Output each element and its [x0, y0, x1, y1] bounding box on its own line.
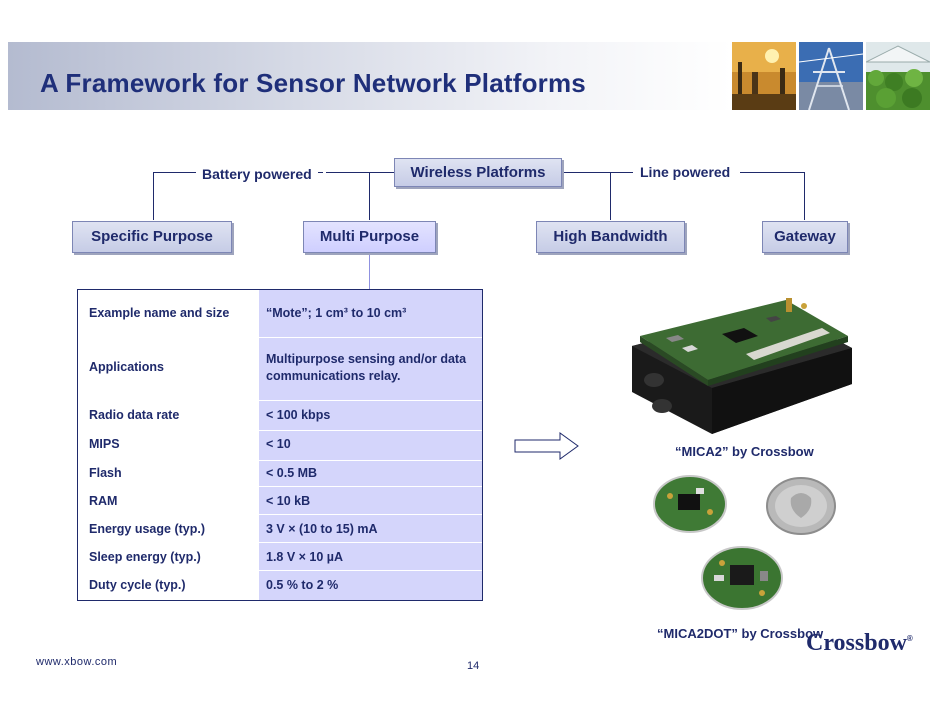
slide-title: A Framework for Sensor Network Platforms: [40, 68, 586, 98]
greenhouse-photo: [866, 42, 930, 110]
mica2-caption: “MICA2” by Crossbow: [675, 444, 814, 459]
line-powered-label: Line powered: [634, 164, 737, 180]
connector-line: [369, 172, 370, 220]
row-value: < 0.5 MB: [266, 466, 318, 480]
right-arrow-icon: [514, 432, 579, 460]
row-value: < 100 kbps: [266, 408, 331, 422]
connector-line: [562, 172, 633, 173]
row-value: “Mote”; 1 cm³ to 10 cm³: [266, 306, 407, 320]
connector-line: [804, 172, 805, 220]
row-value: < 10: [266, 437, 291, 451]
connector-line: [610, 172, 611, 220]
row-label: MIPS: [89, 437, 120, 451]
row-value: 3 V × (10 to 15) mA: [266, 522, 378, 536]
row-label: Sleep energy (typ.): [89, 550, 201, 564]
page-number: 14: [467, 660, 480, 672]
connector-line: [153, 172, 154, 220]
row-label: Flash: [89, 466, 122, 480]
coin-photo: [766, 477, 836, 535]
row-label: Radio data rate: [89, 408, 180, 422]
refinery-photo: [732, 42, 796, 110]
row-label: Applications: [89, 360, 165, 374]
multi-purpose-box: Multi Purpose: [303, 221, 436, 253]
row-label: Duty cycle (typ.): [89, 578, 186, 592]
highlight-connector: [369, 252, 370, 289]
specific-purpose-box: Specific Purpose: [72, 221, 232, 253]
gateway-box: Gateway: [762, 221, 848, 253]
mica2dot-caption: “MICA2DOT” by Crossbow: [657, 626, 824, 641]
mica2dot-board-photo: [653, 475, 727, 533]
footer-url: www.xbow.com: [36, 656, 118, 668]
row-label: RAM: [89, 494, 118, 508]
power-tower-photo: [799, 42, 863, 110]
crossbow-logo: Crossbow®: [806, 630, 913, 656]
row-value: Multipurpose sensing and/or data communi…: [266, 352, 467, 383]
wireless-platforms-box: Wireless Platforms: [394, 158, 562, 187]
row-value: 0.5 % to 2 %: [266, 578, 339, 592]
row-label: Example name and size: [89, 306, 230, 320]
value-column-highlight: [259, 290, 482, 600]
mica2dot-board-photo-2: [701, 546, 783, 610]
mica2-board-photo: [632, 298, 852, 434]
row-value: 1.8 V × 10 µA: [266, 550, 344, 564]
row-label: Energy usage (typ.): [89, 522, 205, 536]
high-bandwidth-box: High Bandwidth: [536, 221, 685, 253]
spec-table: Example name and size “Mote”; 1 cm³ to 1…: [77, 289, 483, 601]
connector-line: [326, 172, 394, 173]
connector-line: [740, 172, 805, 173]
row-value: < 10 kB: [266, 494, 311, 508]
title-band: [8, 42, 732, 110]
battery-powered-label: Battery powered: [196, 166, 318, 182]
